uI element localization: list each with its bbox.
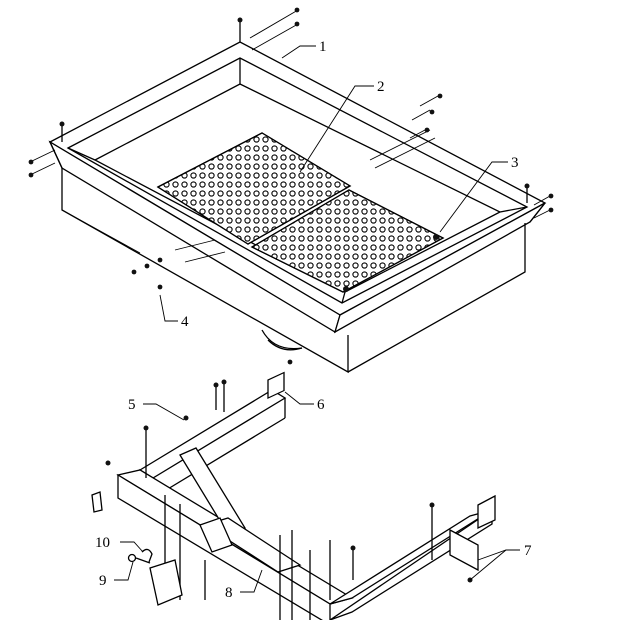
- callout-6: 6: [317, 397, 325, 413]
- callout-8: 8: [225, 585, 233, 601]
- callout-10: 10: [95, 535, 110, 551]
- callout-7: 7: [524, 543, 532, 559]
- frame-assembly: [91, 371, 496, 625]
- callout-1: 1: [319, 39, 327, 55]
- callout-9: 9: [99, 573, 107, 589]
- callout-leaders: [114, 45, 520, 593]
- hopper-fasteners: [28, 7, 554, 365]
- callout-3: 3: [511, 155, 519, 171]
- callout-2: 2: [377, 79, 385, 95]
- callout-4: 4: [181, 314, 189, 330]
- callout-labels: 1 2 3 4 5 6 7 8 9 10: [95, 39, 532, 601]
- callout-5: 5: [128, 397, 136, 413]
